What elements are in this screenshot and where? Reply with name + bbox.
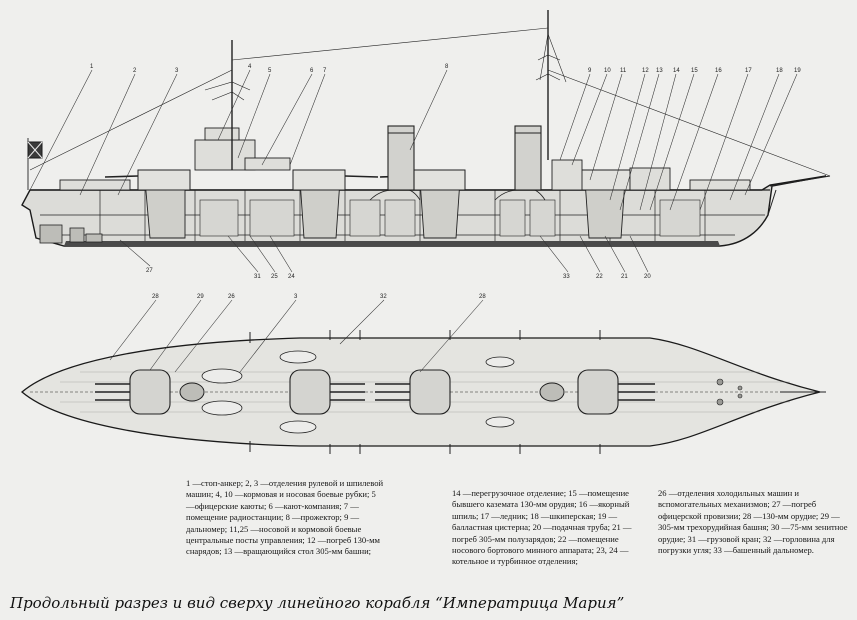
callout-number: 32 <box>380 294 387 300</box>
funnels <box>387 125 542 191</box>
callout-number: 16 <box>715 68 722 74</box>
machinery <box>199 199 701 237</box>
casemate-guns-plan <box>249 330 601 454</box>
callout-number: 15 <box>691 68 698 74</box>
turrets-profile <box>137 169 631 191</box>
callout-number: 26 <box>228 294 235 300</box>
bowsprit-line <box>769 175 831 187</box>
profile-bottom-callouts <box>119 235 649 273</box>
rigging <box>29 27 831 177</box>
profile-bottom-callout-numbers: 27 31 25 24 33 22 21 20 <box>146 268 651 280</box>
plan-callouts <box>109 299 484 373</box>
rudder-and-screws <box>39 224 103 244</box>
callout-number: 7 <box>323 68 327 74</box>
callout-number: 9 <box>588 68 592 74</box>
callout-number: 24 <box>288 274 295 280</box>
callout-number: 2 <box>133 68 137 74</box>
callout-number: 3 <box>175 68 179 74</box>
callout-number: 33 <box>563 274 570 280</box>
callout-number: 11 <box>620 68 627 74</box>
callout-number: 29 <box>197 294 204 300</box>
boats <box>201 350 515 434</box>
callout-number: 21 <box>621 274 628 280</box>
plan-callout-numbers: 28 29 26 3 32 28 <box>152 294 486 300</box>
legend-column-2: 14 —перегрузочное отделение; 15 —помещен… <box>452 488 632 567</box>
turret-barbettes <box>144 179 626 239</box>
callout-number: 27 <box>146 268 153 274</box>
superstructure <box>59 127 751 191</box>
callout-number: 17 <box>745 68 752 74</box>
callout-number: 20 <box>644 274 651 280</box>
callout-number: 31 <box>254 274 261 280</box>
double-bottom <box>64 241 720 246</box>
callout-number: 22 <box>596 274 603 280</box>
callout-number: 3 <box>294 294 298 300</box>
uptakes <box>369 189 546 201</box>
callout-number: 1 <box>90 64 94 70</box>
turrets-plan <box>129 369 619 415</box>
callout-number: 28 <box>152 294 159 300</box>
callout-number: 19 <box>794 68 801 74</box>
callout-number: 14 <box>673 68 680 74</box>
legend-column-1: 1 —стоп-анкер; 2, 3 —отделения рулевой и… <box>186 478 384 557</box>
callout-number: 12 <box>642 68 649 74</box>
figure-caption: Продольный разрез и вид сверху линейного… <box>10 594 625 612</box>
longitudinal-section <box>21 10 831 247</box>
plan-view <box>20 330 826 454</box>
ensign-flag-icon <box>27 138 43 190</box>
funnels-plan <box>179 382 565 402</box>
bow-fittings <box>716 378 743 406</box>
legend-column-3: 26 —отделения холодильных машин и вспомо… <box>658 488 848 556</box>
callout-number: 28 <box>479 294 486 300</box>
callout-number: 4 <box>248 64 252 70</box>
callout-number: 18 <box>776 68 783 74</box>
callout-number: 13 <box>656 68 663 74</box>
turret-guns-plan <box>95 383 655 401</box>
callout-number: 6 <box>310 68 314 74</box>
callout-number: 10 <box>604 68 611 74</box>
callout-number: 25 <box>271 274 278 280</box>
bow-stem <box>767 189 777 216</box>
callout-number: 5 <box>268 68 272 74</box>
profile-callouts <box>29 69 798 211</box>
callout-number: 8 <box>445 64 449 70</box>
bulkheads <box>99 190 706 241</box>
